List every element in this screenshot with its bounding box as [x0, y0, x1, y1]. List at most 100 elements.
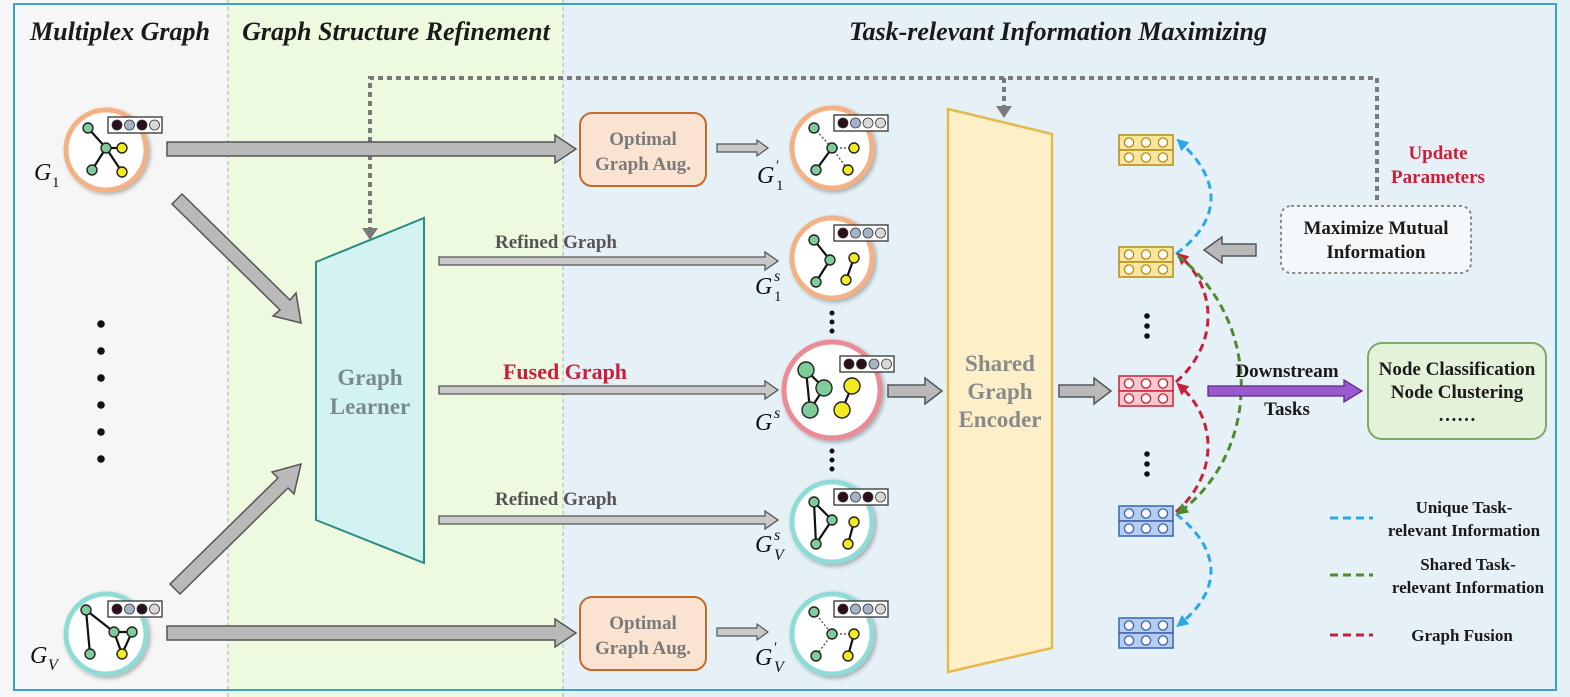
svg-text:V: V: [774, 547, 786, 564]
section-title-task: Task-relevant Information Maximizing: [849, 17, 1267, 46]
svg-text:s: s: [774, 405, 780, 422]
svg-text:G: G: [755, 532, 772, 558]
optimal-aug-bottom-line2: Graph Aug.: [595, 638, 691, 659]
svg-text:′: ′: [776, 158, 779, 174]
downstream-label: Downstream: [1235, 361, 1338, 382]
embedding-gv-prime: [1118, 617, 1174, 649]
graph-learner-label-1: Graph: [337, 365, 402, 390]
feedback-dotted-line: [368, 76, 1379, 236]
svg-text:s: s: [774, 527, 780, 544]
arrow-encoder-to-emb: [1058, 376, 1113, 406]
downstream-arrow: [1207, 378, 1364, 404]
fused-graph-label: Fused Graph: [503, 359, 627, 384]
update-params-line1: Update: [1408, 143, 1467, 164]
shared-info-curve: [1176, 254, 1243, 515]
arrow-g1-to-aug: [166, 133, 578, 165]
section-title-refinement: Graph Structure Refinement: [242, 17, 550, 46]
svg-text:V: V: [48, 657, 60, 674]
legend-shared-line1: Shared Task-: [1420, 555, 1516, 574]
label-g1: G 1: [34, 160, 60, 191]
maximize-mi-line2: Information: [1326, 242, 1426, 263]
label-gv: G V: [30, 643, 60, 674]
refined-dots-upper: [829, 310, 835, 334]
arrow-refined-bottom: [438, 509, 780, 531]
encoder-label-3: Encoder: [958, 407, 1041, 432]
embeddings-layer: [1118, 134, 1174, 649]
refined-graph-top-label: Refined Graph: [495, 232, 617, 253]
optimal-aug-top-line2: Graph Aug.: [595, 154, 691, 175]
svg-text:1: 1: [52, 175, 60, 191]
optimal-aug-top-line1: Optimal: [609, 129, 677, 150]
task-ellipsis: ……: [1438, 405, 1476, 426]
embedding-gv-s: [1118, 505, 1174, 537]
encoder-label-2: Graph: [967, 379, 1032, 404]
outer-frame: [13, 3, 1557, 691]
svg-text:G: G: [755, 410, 772, 436]
svg-text:′: ′: [774, 640, 777, 656]
refined-graph-bottom-label: Refined Graph: [495, 489, 617, 510]
legend-unique-line2: relevant Information: [1388, 521, 1541, 540]
graph-gv-s: [789, 479, 889, 565]
maximize-mi-box: Maximize Mutual Information: [1280, 205, 1472, 274]
embedding-g1-prime: [1118, 134, 1174, 166]
update-params-line2: Parameters: [1391, 167, 1485, 188]
svg-text:G: G: [755, 274, 772, 300]
svg-text:s: s: [774, 268, 780, 285]
graph-learner-label-2: Learner: [330, 394, 410, 419]
label-g1-prime: G ′ 1: [757, 158, 784, 194]
graph-gv-prime: [789, 591, 889, 677]
graph-gv: [63, 591, 163, 677]
label-gv-prime: G ′ V: [755, 640, 786, 676]
svg-text:G: G: [34, 160, 51, 186]
label-g1-s: G s 1: [755, 268, 782, 305]
tasks-box: Node Classification Node Clustering ……: [1367, 342, 1547, 440]
arrow-gv-to-aug: [166, 617, 578, 649]
optimal-aug-bottom-line1: Optimal: [609, 613, 677, 634]
svg-text:1: 1: [774, 289, 782, 305]
svg-text:G: G: [757, 163, 774, 189]
graph-g1-s: [789, 215, 889, 301]
shared-graph-encoder: Shared Graph Encoder: [946, 107, 1054, 674]
embedding-g-s: [1118, 375, 1174, 407]
multiplex-dots: [97, 320, 105, 463]
emb-dots-upper: [1144, 313, 1150, 339]
optimal-aug-bottom: Optimal Graph Aug.: [579, 596, 707, 671]
graph-g-s: [781, 339, 895, 441]
embedding-g1-s: [1118, 246, 1174, 278]
optimal-aug-top: Optimal Graph Aug.: [579, 112, 707, 187]
svg-text:1: 1: [776, 178, 784, 194]
arrow-aug-top-to-g1p: [716, 138, 770, 158]
tasks-label: Tasks: [1264, 399, 1310, 420]
legend-shared-line2: relevant Information: [1392, 578, 1545, 597]
arrow-fused: [438, 379, 780, 401]
graph-learner: Graph Learner: [315, 216, 425, 565]
svg-text:G: G: [30, 643, 47, 669]
legend-fusion-line1: Graph Fusion: [1411, 626, 1513, 645]
unique-info-curve-bottom: [1175, 512, 1213, 628]
legend: Unique Task- relevant Information Shared…: [1330, 498, 1545, 645]
arrow-refined-top: [438, 250, 780, 272]
arrow-mi-to-emb: [1202, 235, 1257, 265]
fusion-curve-bottom: [1175, 382, 1210, 514]
task-node-classification: Node Classification: [1379, 359, 1536, 380]
refined-dots-lower: [829, 448, 835, 472]
encoder-label-1: Shared: [965, 351, 1035, 376]
label-gv-s: G s V: [755, 527, 786, 564]
graph-g1: [63, 107, 163, 193]
emb-dots-lower: [1144, 451, 1150, 477]
section-title-multiplex: Multiplex Graph: [29, 17, 210, 46]
label-g-s: G s: [755, 405, 780, 436]
unique-info-curve-top: [1175, 138, 1213, 256]
maximize-mi-line1: Maximize Mutual: [1303, 218, 1448, 239]
svg-text:V: V: [774, 659, 786, 676]
arrow-g1-to-learner: [170, 192, 302, 325]
graphs-layer: [63, 105, 895, 677]
fusion-curve-top: [1175, 252, 1210, 384]
arrow-gv-to-learner: [168, 462, 303, 596]
arrow-aug-bottom-to-gvp: [716, 622, 770, 642]
arrow-fused-to-encoder: [887, 376, 944, 406]
graph-g1-prime: [789, 105, 889, 191]
legend-unique-line1: Unique Task-: [1416, 498, 1513, 517]
